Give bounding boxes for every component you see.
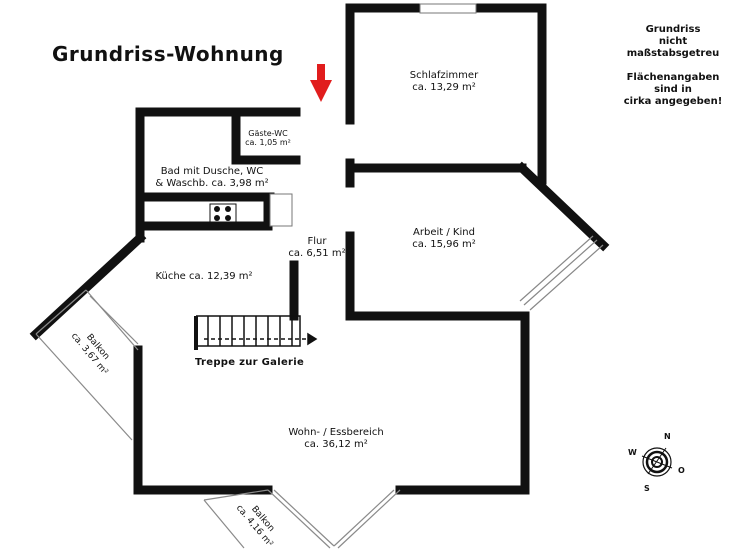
stairs-label: Treppe zur Galerie	[195, 357, 305, 368]
compass-n: N	[664, 432, 671, 441]
disclaimer-note: Grundriss nicht maßstabsgetreu Flächenan…	[623, 24, 723, 107]
window-schlafzimmer	[419, 3, 477, 14]
page-title: Grundriss-Wohnung	[52, 42, 284, 66]
wall-schlafzimmer-top	[345, 3, 547, 125]
walls	[29, 3, 610, 495]
stairs	[194, 315, 318, 350]
kitchen-hob	[209, 203, 237, 223]
compass-icon	[641, 447, 673, 477]
balcony-left	[35, 289, 139, 441]
windows	[269, 3, 477, 227]
wall-arbeit-diag-top	[515, 161, 610, 252]
compass-s: S	[644, 484, 650, 493]
entrance-arrow-icon	[310, 64, 332, 102]
room-schlafzimmer: Schlafzimmer ca. 13,29 m²	[409, 70, 479, 93]
room-flur: Flur ca. 6,51 m²	[288, 236, 346, 259]
window-bad	[269, 193, 293, 227]
room-arbeit-kind: Arbeit / Kind ca. 15,96 m²	[412, 227, 476, 250]
bay-window-east	[519, 235, 604, 311]
balcony-bottom	[203, 489, 401, 549]
room-bad: Bad mit Dusche, WC & Waschb. ca. 3,98 m²	[155, 166, 269, 189]
compass-o: O	[678, 466, 685, 475]
room-kueche: Küche ca. 12,39 m²	[155, 271, 253, 282]
compass-w: W	[628, 448, 637, 457]
room-wohn-essbereich: Wohn- / Essbereich ca. 36,12 m²	[288, 427, 384, 450]
room-gaeste-wc: Gäste-WC ca. 1,05 m²	[245, 129, 291, 147]
